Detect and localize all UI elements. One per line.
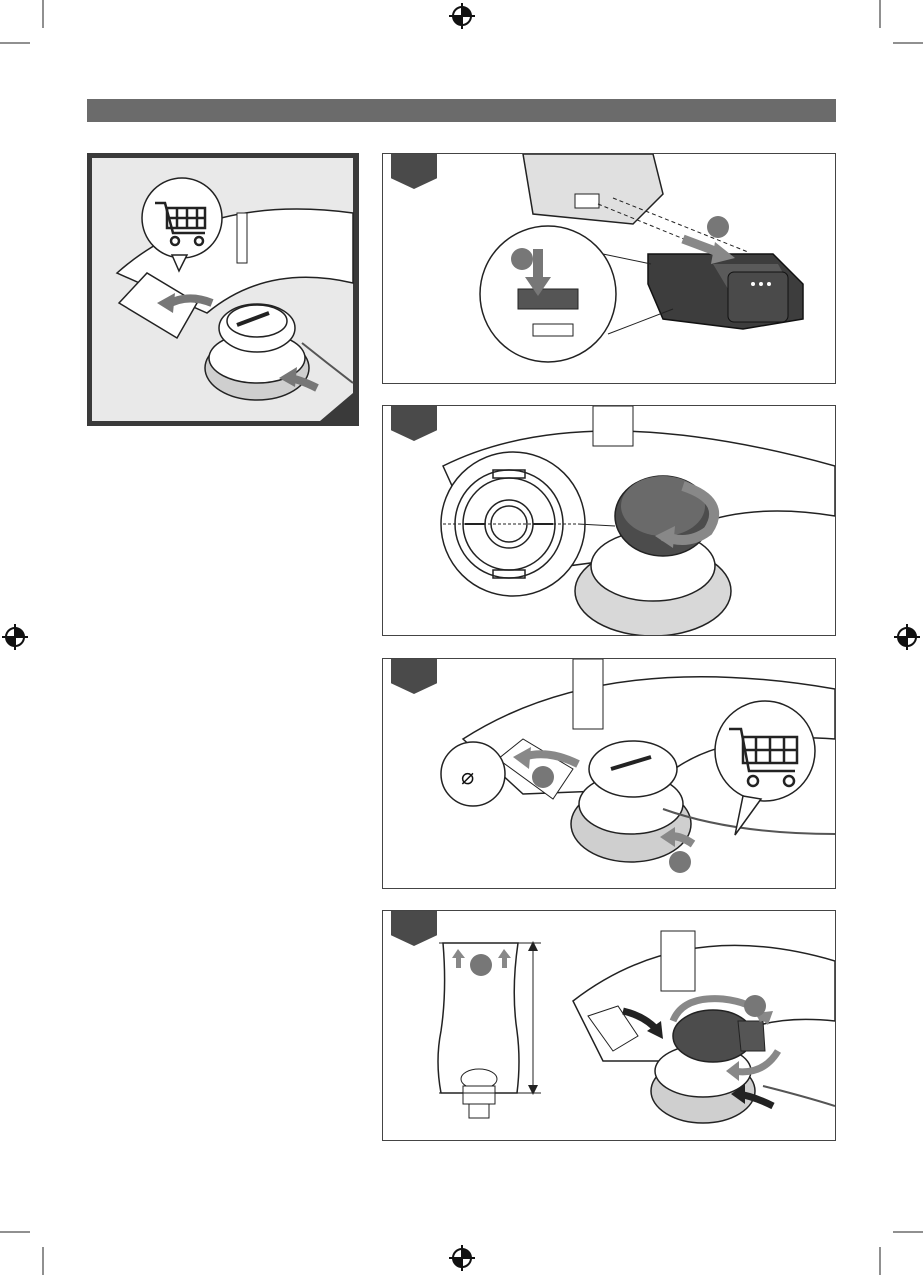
step-3-illustration: ⌀ [383, 659, 835, 888]
registration-mark-right [894, 624, 920, 650]
registration-mark-left [2, 624, 28, 650]
step-2-panel [382, 405, 836, 636]
section-header-band [87, 99, 836, 122]
step-4-panel [382, 910, 836, 1141]
overview-figure [87, 153, 359, 426]
diameter-symbol: ⌀ [461, 765, 474, 790]
registration-mark-bottom [449, 1245, 475, 1271]
step-3-panel: ⌀ [382, 658, 836, 889]
step-4-illustration [383, 911, 835, 1140]
battery-icon [648, 254, 803, 329]
registration-mark-top [449, 3, 475, 29]
step-2-illustration [383, 406, 835, 635]
step-1-illustration [383, 154, 835, 383]
overview-illustration [87, 153, 359, 426]
step-1-panel [382, 153, 836, 384]
